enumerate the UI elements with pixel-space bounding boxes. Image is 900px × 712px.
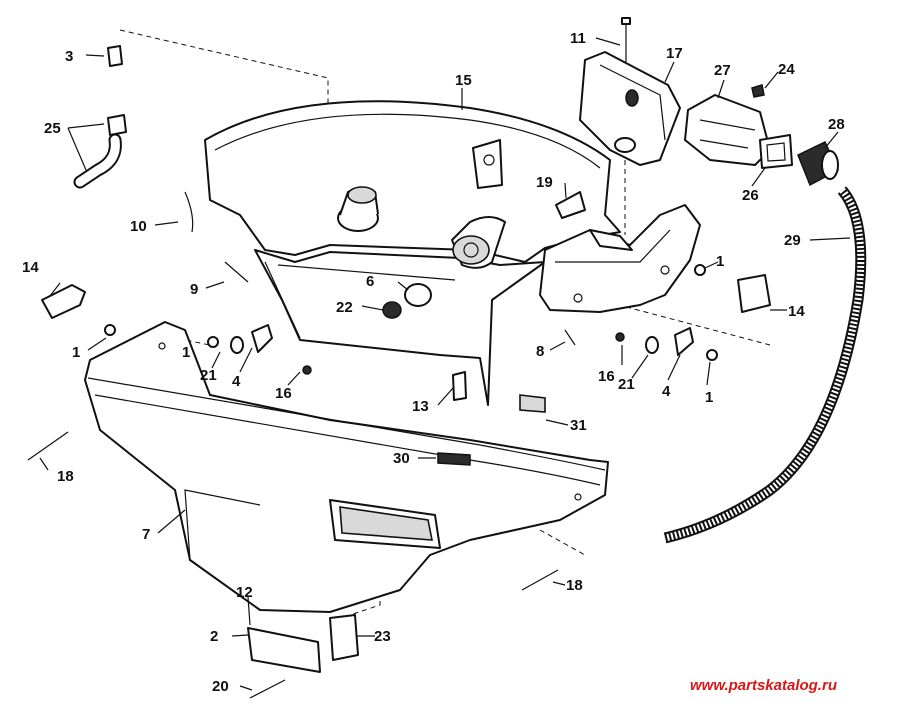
part-11-bolt	[621, 17, 631, 62]
callout-14-left: 14	[22, 259, 39, 276]
callout-18-left: 18	[57, 468, 74, 485]
callout-15: 15	[455, 72, 472, 89]
callout-10: 10	[130, 218, 147, 235]
part-23-latch	[329, 614, 359, 661]
callout-30: 30	[393, 450, 410, 467]
part-26-gasket	[759, 134, 793, 169]
part-19-clip	[555, 191, 586, 219]
callout-26: 26	[742, 187, 759, 204]
leader-lines	[39, 37, 851, 691]
callout-8: 8	[536, 343, 544, 360]
callout-31: 31	[570, 417, 587, 434]
callout-28: 28	[828, 116, 845, 133]
part-6-grommet	[404, 283, 432, 307]
callout-1-center-left: 1	[182, 344, 190, 361]
callout-27: 27	[714, 62, 731, 79]
callout-14-right: 14	[788, 303, 805, 320]
part-15-right-bracket	[539, 204, 701, 313]
callout-17: 17	[666, 45, 683, 62]
small-hardware	[104, 191, 718, 466]
callout-19: 19	[536, 174, 553, 191]
callout-2: 2	[210, 628, 218, 645]
callout-9: 9	[190, 281, 198, 298]
callout-21-left: 21	[200, 367, 217, 384]
callout-13: 13	[412, 398, 429, 415]
callout-7: 7	[142, 526, 150, 543]
part-26-gasket-inner	[766, 142, 786, 162]
part-28-grommet	[797, 140, 839, 187]
part-24-screw	[751, 84, 765, 98]
callout-1-right: 1	[716, 253, 724, 270]
part-15-boss	[451, 216, 506, 269]
callout-24: 24	[778, 61, 795, 78]
callout-numbers: 3 25 10 9 14 1 1 21 4 16 7 18 13 30 31 8…	[22, 30, 845, 695]
callout-4-left: 4	[232, 373, 241, 390]
part-18-bolt-upper	[27, 431, 69, 461]
part-20-screw	[249, 679, 286, 699]
part-18-bolt-lower	[521, 569, 559, 591]
part-7-lower-cover	[84, 321, 609, 613]
callout-29: 29	[784, 232, 801, 249]
part-17-bracket	[579, 51, 681, 166]
callout-21-right: 21	[618, 376, 635, 393]
part-27-duct	[684, 94, 771, 166]
callout-1-bottom-right: 1	[705, 389, 713, 406]
callout-3: 3	[65, 48, 73, 65]
callout-20: 20	[212, 678, 229, 695]
part-14-hinge-left	[41, 284, 86, 319]
part-22-bushing	[382, 301, 402, 319]
callout-16-left: 16	[275, 385, 292, 402]
watermark-text: www.partskatalog.ru	[690, 677, 837, 694]
callout-23: 23	[374, 628, 391, 645]
part-14-hinge-right	[737, 274, 771, 313]
part-29-seal-strip	[663, 186, 867, 544]
part-2-plate	[247, 627, 321, 673]
callout-16-right: 16	[598, 368, 615, 385]
callout-18-right: 18	[566, 577, 583, 594]
callout-4-right: 4	[662, 383, 671, 400]
callout-11: 11	[570, 30, 586, 47]
callout-22: 22	[336, 299, 353, 316]
callout-1-left: 1	[72, 344, 80, 361]
callout-25: 25	[44, 120, 61, 137]
part-15-upper-shell	[204, 100, 621, 406]
part-25-hose	[73, 114, 127, 189]
callout-6: 6	[366, 273, 374, 290]
part-3-sleeve	[107, 45, 123, 67]
callout-12: 12	[236, 584, 253, 601]
